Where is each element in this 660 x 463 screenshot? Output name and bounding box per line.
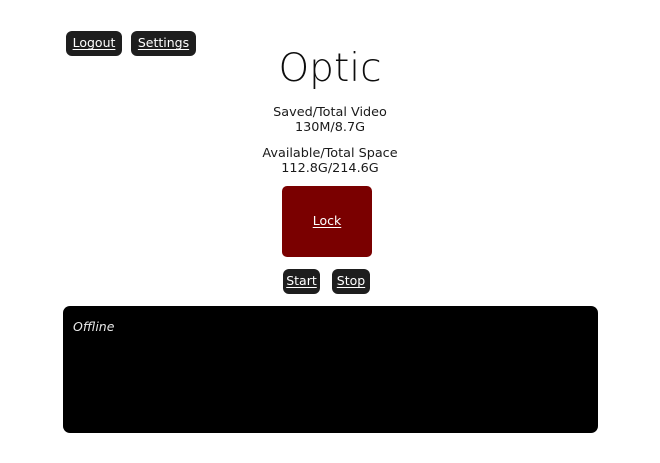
logout-button[interactable]: Logout (66, 31, 122, 56)
start-button[interactable]: Start (283, 269, 320, 294)
stat-saved-total-video: Saved/Total Video 130M/8.7G (0, 106, 660, 134)
stat-saved-total-video-label: Saved/Total Video (273, 105, 387, 120)
logout-button-label: Logout (72, 35, 116, 51)
video-status-label: Offline (73, 319, 115, 334)
stop-button[interactable]: Stop (332, 269, 370, 294)
stat-saved-total-video-value: 130M/8.7G (294, 119, 366, 135)
stop-button-label: Stop (336, 273, 366, 289)
video-preview-panel[interactable]: Offline (63, 306, 598, 433)
stat-available-total-space-label: Available/Total Space (262, 146, 398, 161)
settings-button[interactable]: Settings (131, 31, 196, 56)
stat-available-total-space-value: 112.8G/214.6G (281, 160, 379, 176)
page-title: Optic (278, 46, 382, 91)
lock-button[interactable]: Lock (282, 186, 372, 257)
lock-button-label: Lock (312, 213, 342, 229)
start-button-label: Start (286, 273, 317, 289)
settings-button-label: Settings (137, 35, 190, 51)
stat-available-total-space: Available/Total Space 112.8G/214.6G (0, 147, 660, 175)
